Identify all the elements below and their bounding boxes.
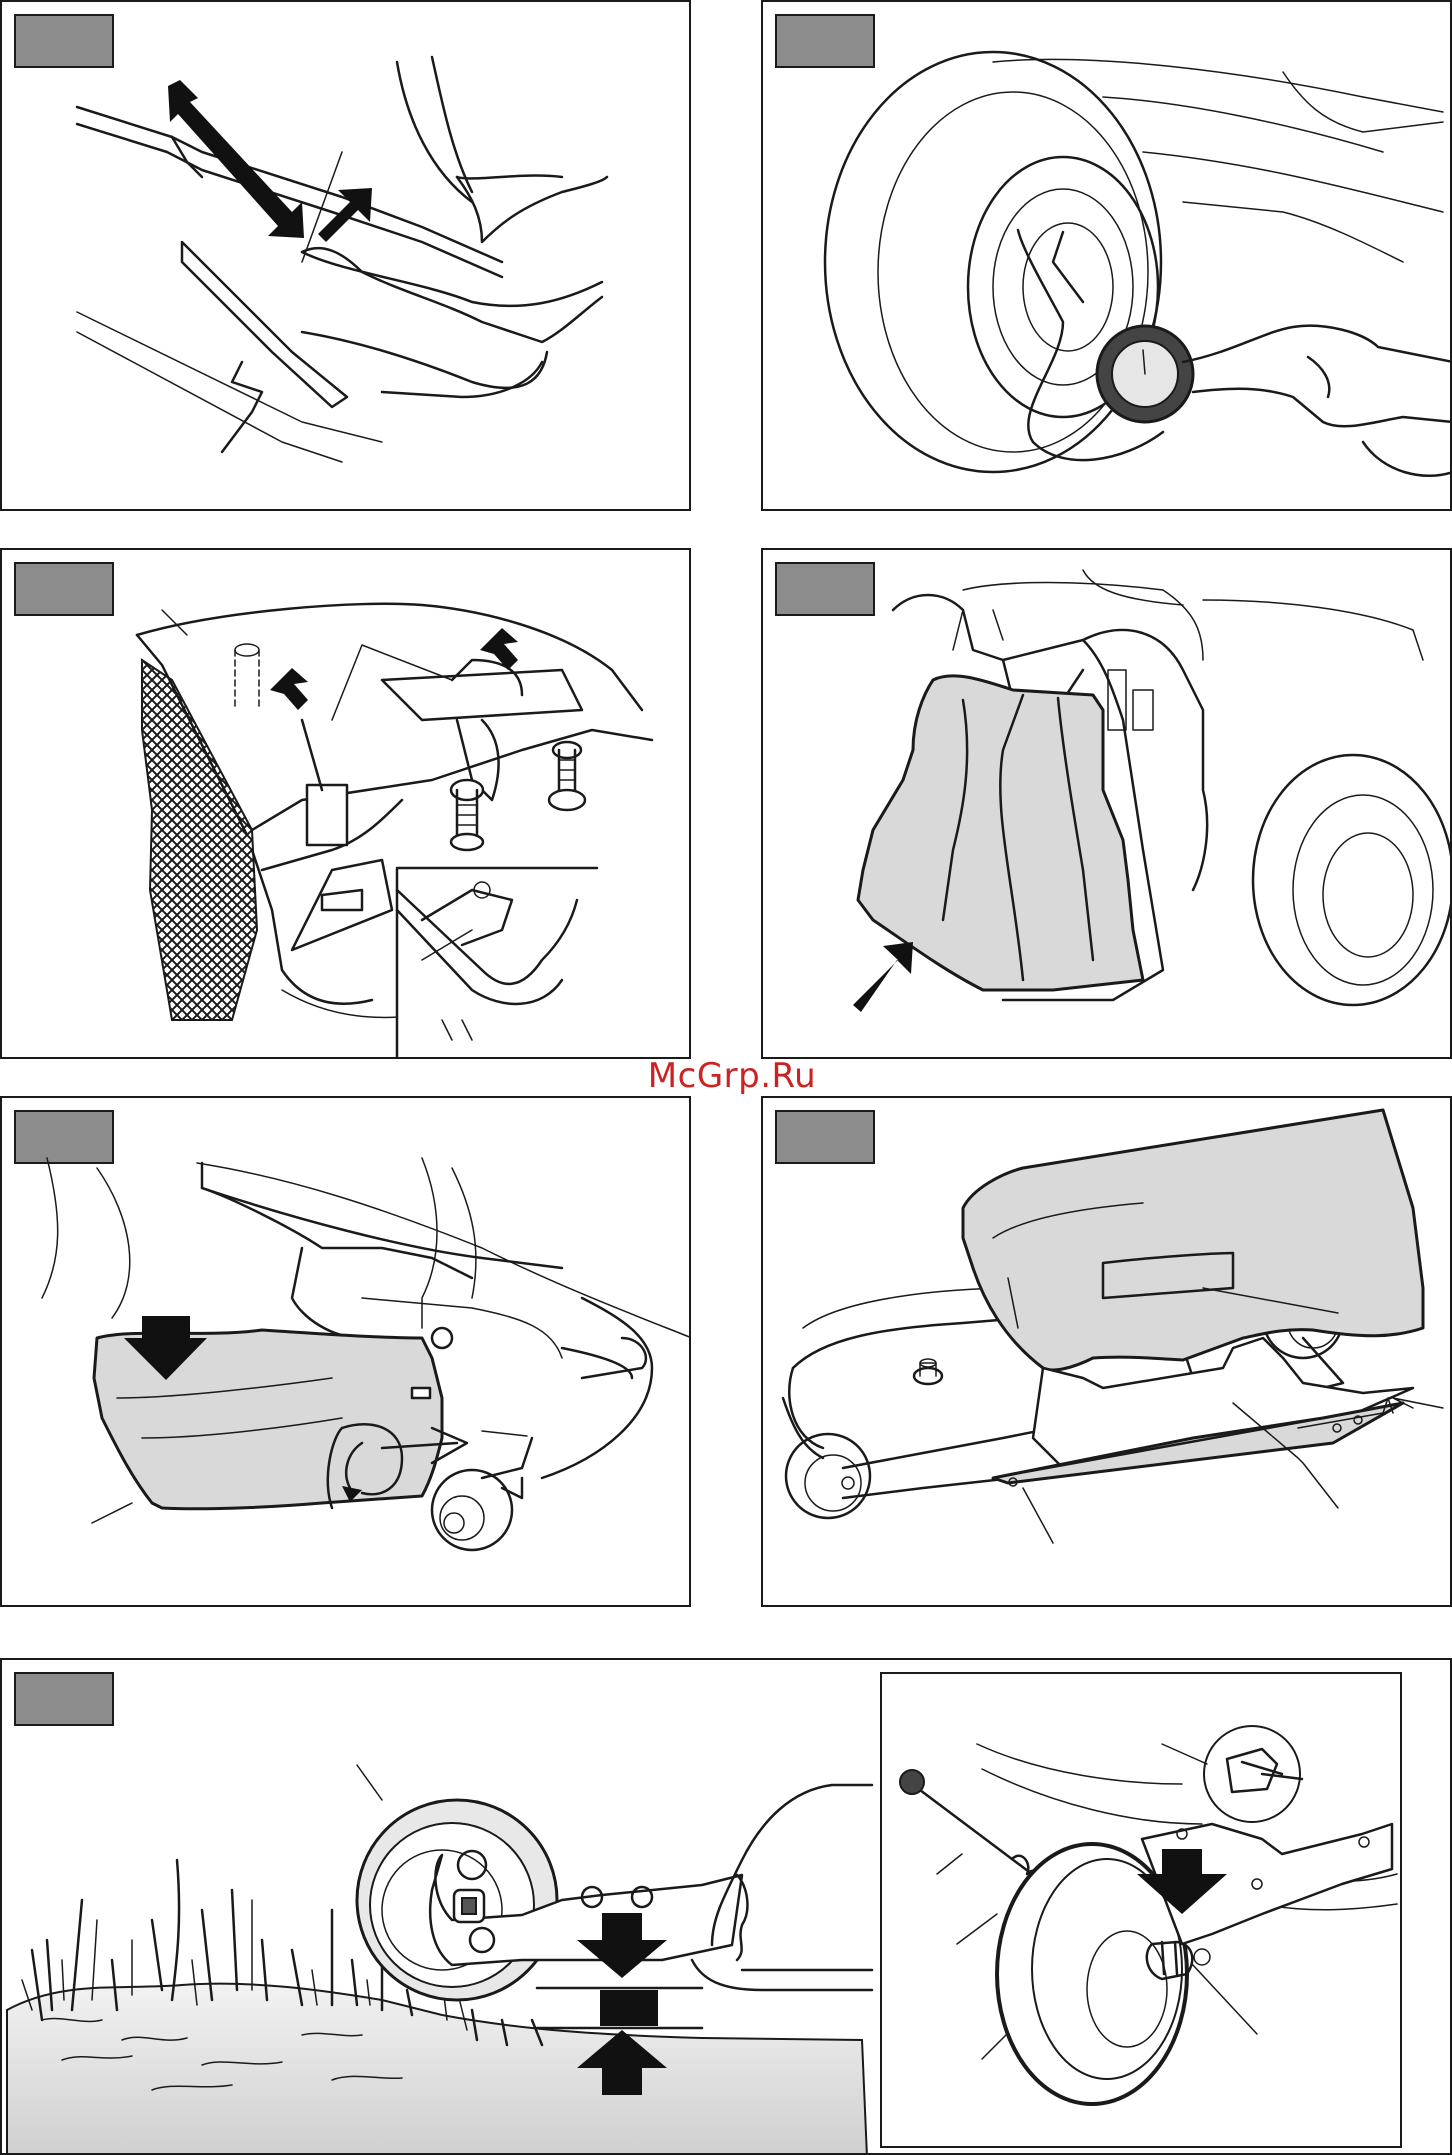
- bag-frame-illustration: [2, 550, 691, 1059]
- panel-deflector: [0, 1096, 691, 1607]
- gauge-wheel-detail: [882, 1674, 1400, 2146]
- panel-chute-remove: [761, 548, 1452, 1059]
- panel-gauge-wheel: [0, 1658, 1452, 2155]
- panel-mulch-plate: [761, 1096, 1452, 1607]
- arrow-up-right-icon: [853, 942, 913, 1012]
- panel-bag-frame: [0, 548, 691, 1059]
- double-arrow-icon: [168, 80, 304, 238]
- panel-lever-adjust: [0, 0, 691, 511]
- deflector-illustration: [2, 1098, 691, 1607]
- watermark-text: McGrp.Ru: [632, 1056, 832, 1096]
- chute-illustration: [763, 550, 1452, 1059]
- deck-illustration: [763, 1098, 1452, 1607]
- lever-illustration: [2, 2, 691, 511]
- tire-gauge-illustration: [763, 2, 1452, 511]
- inset-detail: [880, 1672, 1402, 2148]
- arrow-down-left-icon: [270, 668, 308, 710]
- height-gap-box: [600, 1990, 658, 2026]
- panel-tire-pressure: [761, 0, 1452, 511]
